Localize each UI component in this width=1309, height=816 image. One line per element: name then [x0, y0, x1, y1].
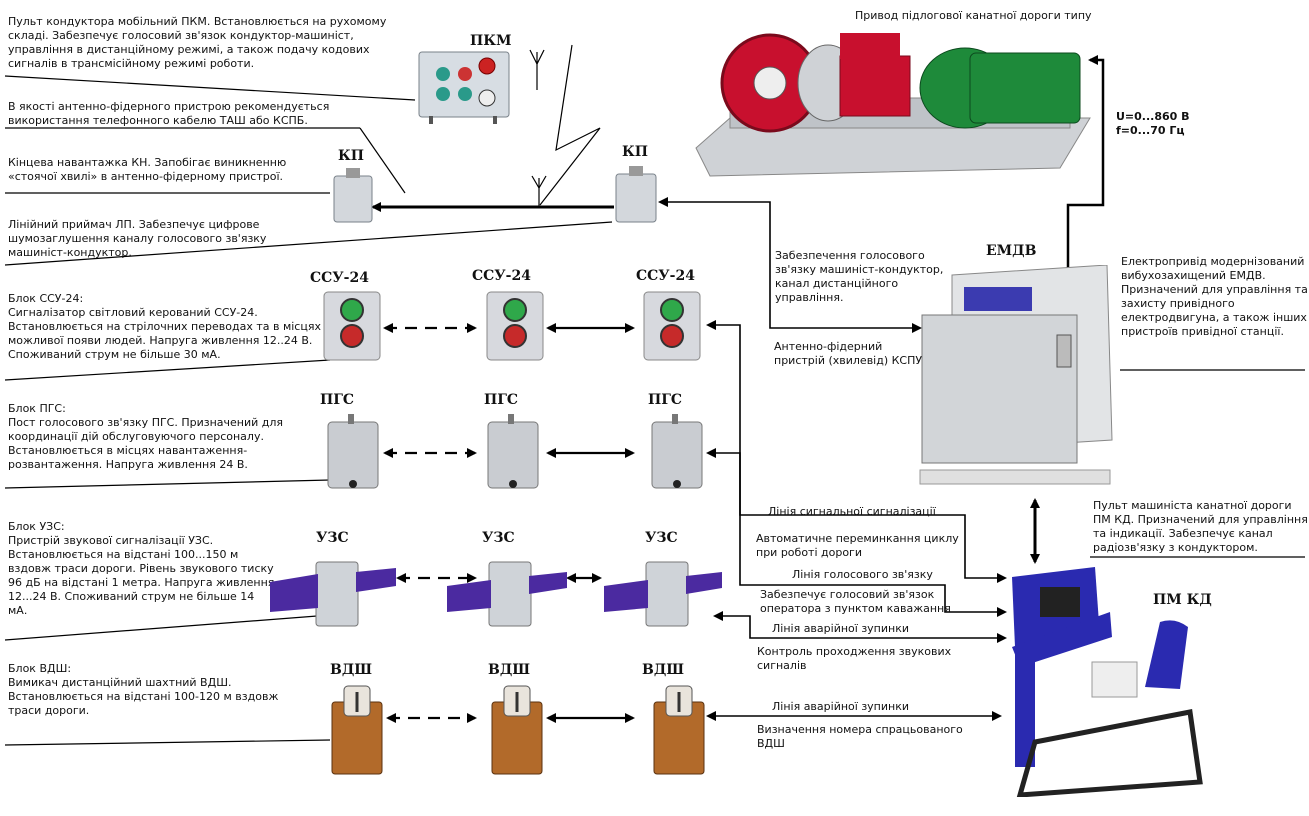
link-voice-operator: Забезпечує голосовий зв'язок оператора з…	[760, 588, 951, 615]
label-pgs-3: ПГС	[648, 392, 683, 408]
link-estop-2: Лінія аварійної зупинки	[772, 700, 910, 713]
label-uzs-2: УЗС	[482, 530, 515, 546]
uzs-description: Блок УЗС: Пристрій звукової сигналізації…	[8, 520, 275, 617]
voltage-frequency: U=0...860 В f=0...70 Гц	[1116, 110, 1190, 137]
emdv-description: Електропривід модернізований вибухозахищ…	[1121, 255, 1308, 338]
vdsh-switch-3	[653, 685, 705, 775]
label-vdsh-3: ВДШ	[642, 662, 685, 678]
leader-ssu	[4, 359, 331, 381]
ssu-signal-3	[643, 291, 701, 361]
link-signal-line: Лінія сигнальної сигналізації	[768, 505, 936, 518]
pgs-post-2	[487, 414, 539, 489]
uzs-siren-2	[447, 561, 567, 627]
label-kp-1: КП	[338, 148, 364, 164]
link-auto-switch: Автоматичне переминкання циклу при робот…	[756, 532, 959, 559]
link-voice-line: Лінія голосового зв'язку	[792, 568, 933, 581]
pgs-post-3	[651, 414, 703, 489]
lp-description: Лінійний приймач ЛП. Забезпечує цифрове …	[8, 218, 267, 259]
uzs-siren-1	[270, 561, 396, 627]
leader-pgs	[4, 479, 331, 489]
label-pkm: ПКМ	[470, 33, 512, 49]
kn-description: Кінцева навантажка КН. Запобігає виникне…	[8, 156, 287, 183]
label-ssu-2: ССУ-24	[472, 268, 531, 284]
ssu-signal-1	[323, 291, 381, 361]
pgs-description: Блок ПГС: Пост голосового зв'язку ПГС. П…	[8, 402, 284, 471]
leader-uzs	[4, 614, 331, 641]
pkm-description: Пульт кондуктора мобільний ПКМ. Встановл…	[8, 15, 387, 70]
link-voice-mk: Забезпечення голосового зв'язку машиніст…	[775, 249, 944, 304]
pmkd-description: Пульт машиніста канатної дороги ПМ КД. П…	[1093, 499, 1308, 554]
label-uzs-1: УЗС	[316, 530, 349, 546]
vdsh-description: Блок ВДШ: Вимикач дистанційний шахтний В…	[8, 662, 279, 717]
leader-pkm	[4, 75, 416, 101]
label-emdv: ЕМДВ	[986, 243, 1037, 259]
cable-drive	[695, 33, 1091, 177]
radio-zigzag	[539, 44, 601, 206]
label-ssu-3: ССУ-24	[636, 268, 695, 284]
drive-title: Привод підлогової канатної дороги типу	[855, 9, 1092, 22]
label-vdsh-2: ВДШ	[488, 662, 531, 678]
uzs-siren-3	[604, 561, 722, 627]
ssu-description: Блок ССУ-24: Сигналізатор світловий керо…	[8, 292, 321, 361]
pgs-post-1	[327, 414, 379, 489]
label-kp-2: КП	[622, 144, 648, 160]
leader-vdsh	[4, 739, 331, 746]
label-pmkd: ПМ КД	[1153, 592, 1212, 608]
label-ssu-1: ССУ-24	[310, 270, 369, 286]
link-vdsh-number: Визначення номера спрацьованого ВДШ	[757, 723, 963, 750]
link-sound-control: Контроль проходження звукових сигналів	[757, 645, 952, 672]
ssu-signal-2	[486, 291, 544, 361]
emdv-cabinet	[919, 265, 1113, 485]
kp-line-receiver	[615, 166, 657, 223]
pmkd-operator-desk	[1012, 567, 1203, 797]
link-estop-1: Лінія аварійної зупинки	[772, 622, 910, 635]
link-afp: Антенно-фідерний пристрій (хвилевід) КСП…	[774, 340, 923, 367]
pkm-console	[418, 51, 510, 124]
label-pgs-1: ПГС	[320, 392, 355, 408]
kp-terminal-load	[333, 168, 373, 223]
label-vdsh-1: ВДШ	[330, 662, 373, 678]
vdsh-switch-1	[331, 685, 383, 775]
leader-lp	[4, 221, 613, 266]
antenna-description: В якості антенно-фідерного пристрою реко…	[8, 100, 330, 127]
label-pgs-2: ПГС	[484, 392, 519, 408]
label-uzs-3: УЗС	[645, 530, 678, 546]
vdsh-switch-2	[491, 685, 543, 775]
